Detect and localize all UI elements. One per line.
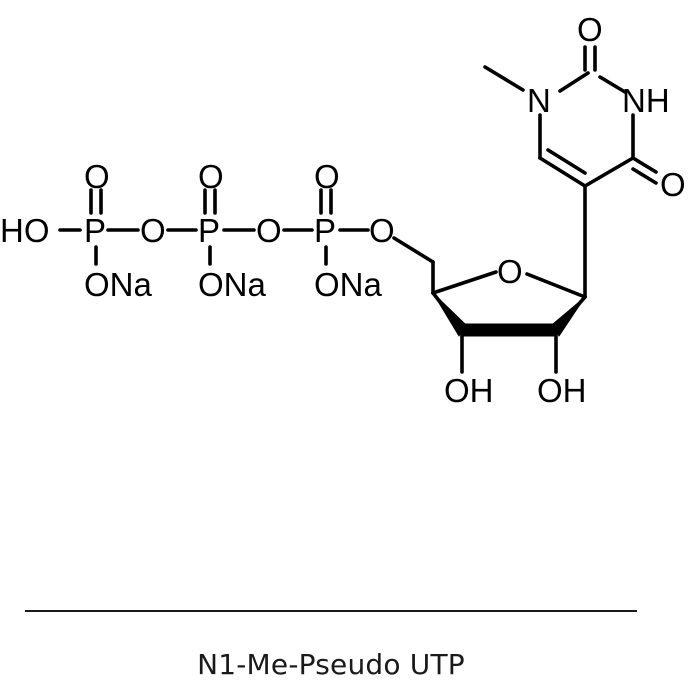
bold-wedge-right xyxy=(552,296,586,337)
bridge-oxygen-label-3: O xyxy=(369,212,395,249)
bold-wedge-left xyxy=(432,292,466,337)
oxo-label-3: O xyxy=(314,158,340,195)
ribose-bonds xyxy=(392,184,587,374)
phosphorus-label-1: P xyxy=(84,212,106,249)
carbonyl-oxygen-label-right: O xyxy=(660,166,686,203)
hydroxyl-label: HO xyxy=(0,212,50,249)
oxo-label-2: O xyxy=(198,158,224,195)
bridge-oxygen-label-1: O xyxy=(140,212,166,249)
bridge-oxygen-label-2: O xyxy=(256,212,282,249)
divider-line xyxy=(25,610,637,612)
oxo-label-1: O xyxy=(84,158,110,195)
base-bonds xyxy=(483,45,658,188)
hydroxyl-label-right: OH xyxy=(537,372,587,409)
triphosphate-bonds xyxy=(58,188,370,266)
sodium-oxide-label-3: ONa xyxy=(314,266,383,303)
phosphorus-label-2: P xyxy=(198,212,220,249)
nitrogen-methyl-label: N xyxy=(527,82,551,119)
sodium-oxide-label-1: ONa xyxy=(84,266,153,303)
carbonyl-oxygen-label-top: O xyxy=(577,11,603,48)
ring-oxygen-label: O xyxy=(497,253,523,290)
atom-labels: HO P P P O O O O O O ONa ONa ONa O OH OH… xyxy=(0,11,686,409)
phosphorus-label-3: P xyxy=(314,212,336,249)
bold-front-bond xyxy=(461,323,557,337)
nitrogen-hydrogen-label: NH xyxy=(622,82,670,119)
sodium-oxide-label-2: ONa xyxy=(198,266,267,303)
compound-name: N1-Me-Pseudo UTP xyxy=(197,648,465,681)
hydroxyl-label-left: OH xyxy=(444,372,494,409)
